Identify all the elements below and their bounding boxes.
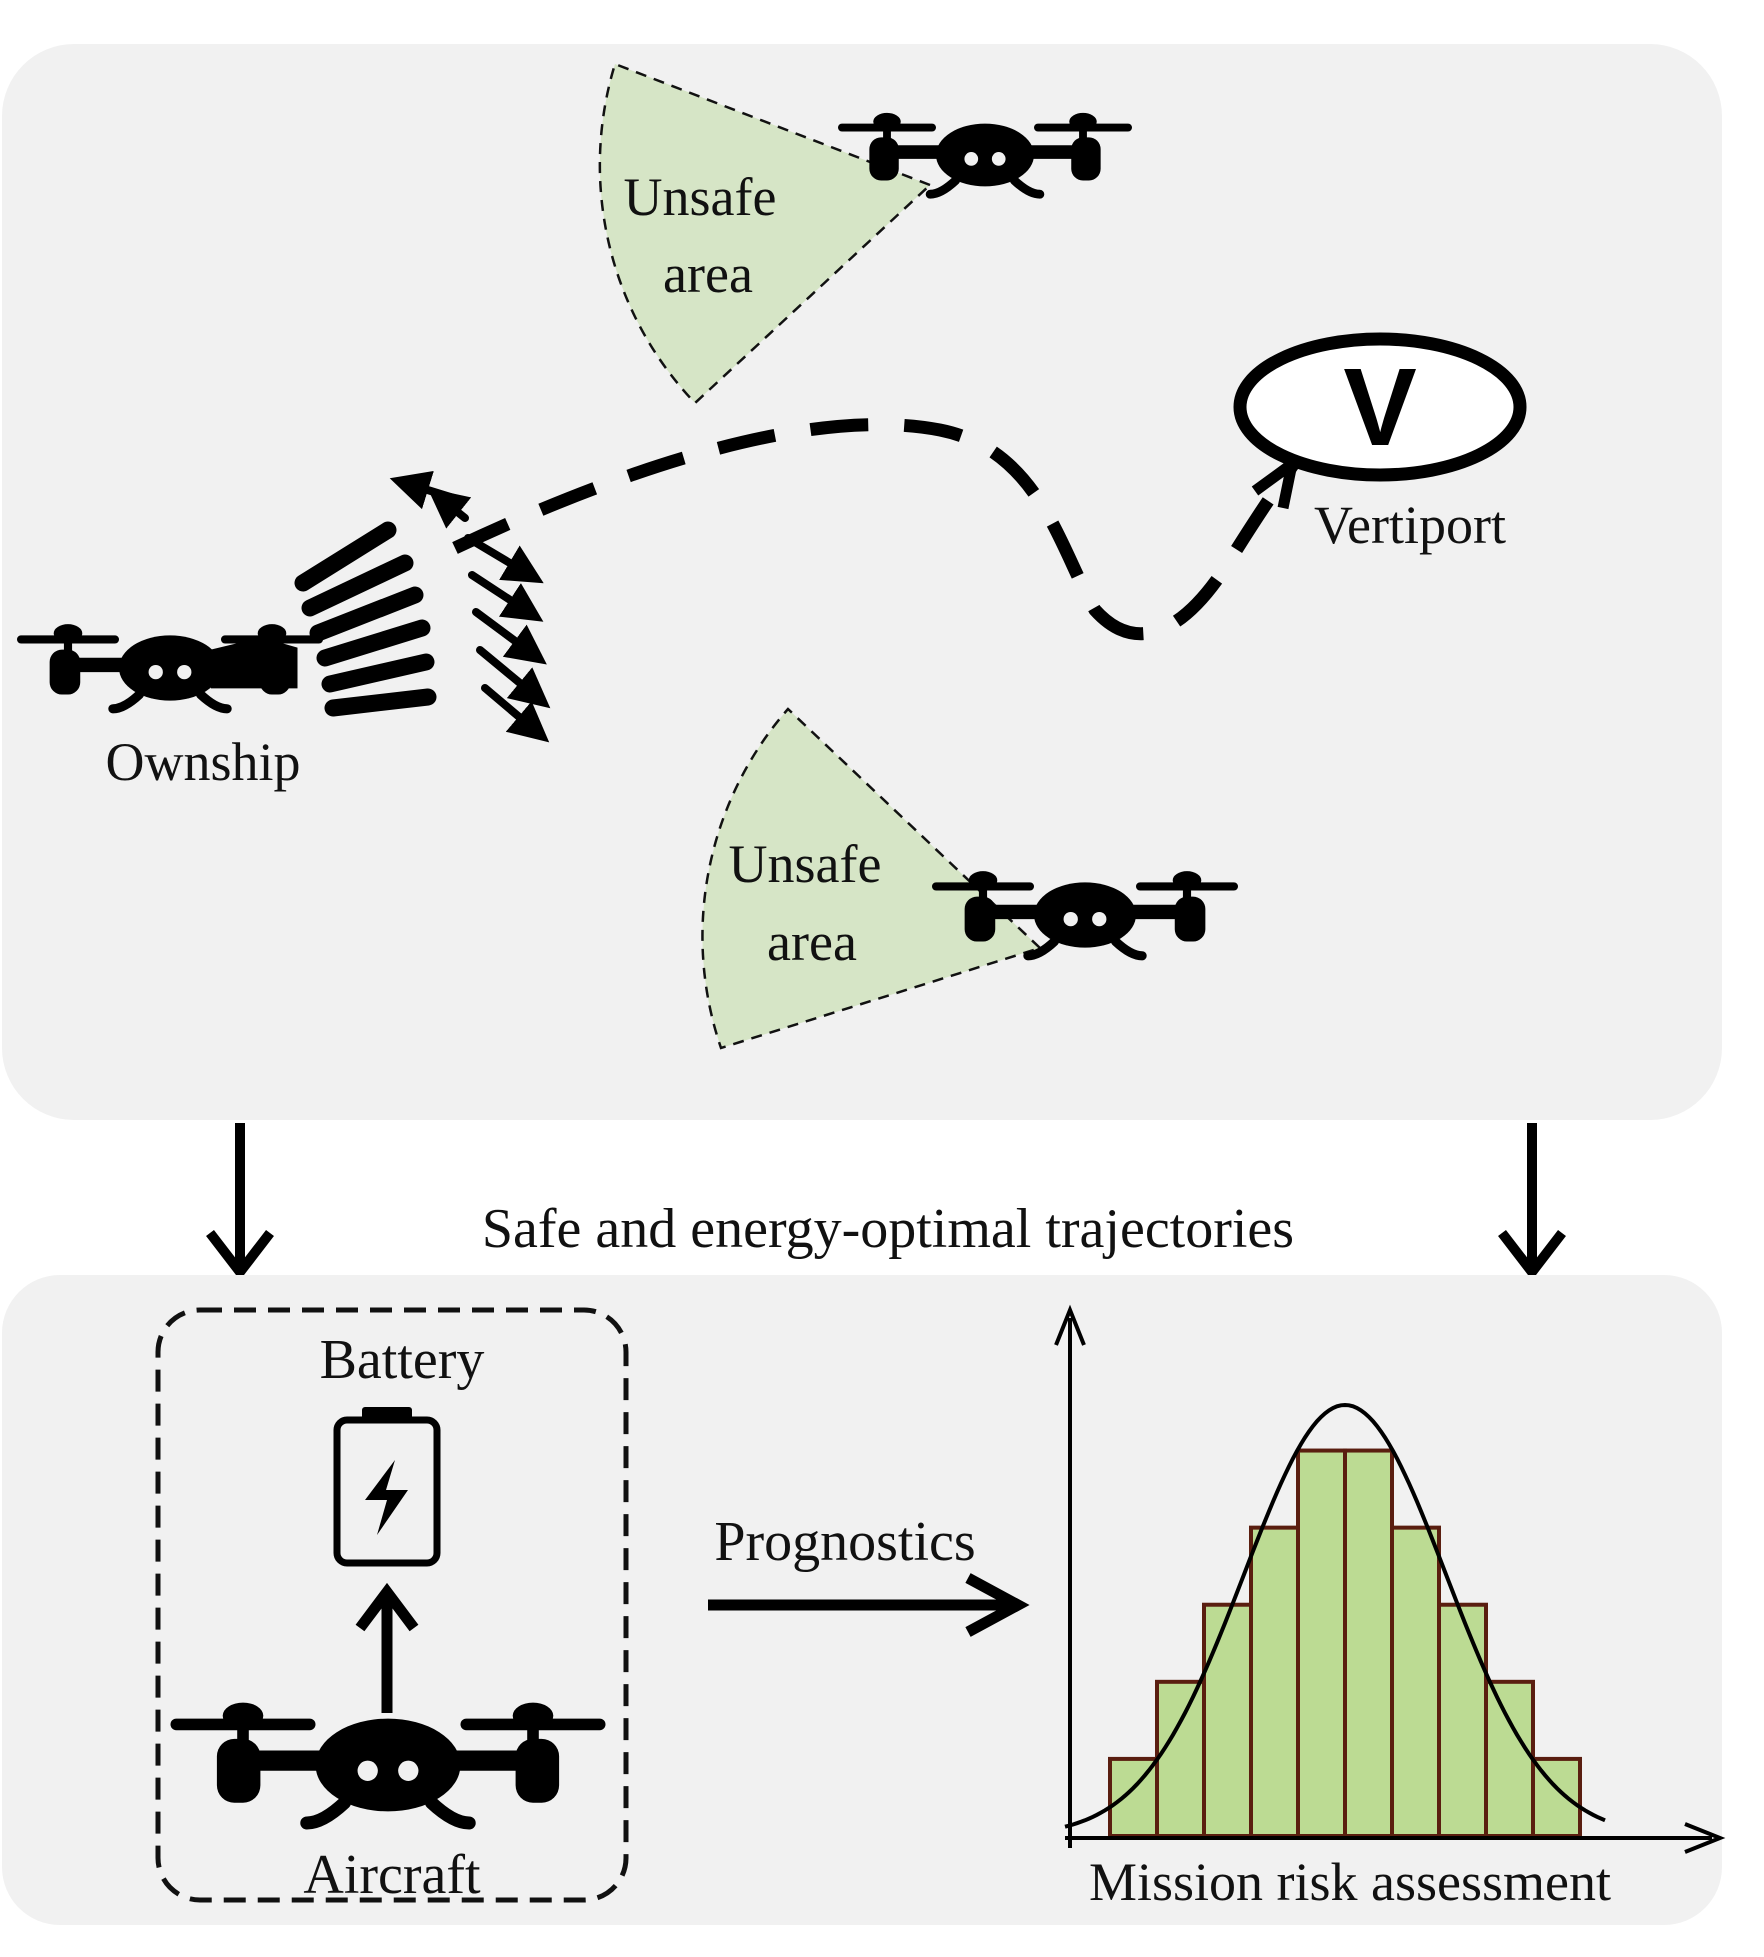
battery-label: Battery bbox=[320, 1329, 485, 1391]
trajectory-path bbox=[452, 418, 1301, 641]
histogram-bar bbox=[1296, 1448, 1347, 1838]
histogram-bar bbox=[1249, 1525, 1300, 1838]
risk-chart bbox=[1054, 1304, 1726, 1854]
unsafe-area-2-label-line1: Unsafe bbox=[729, 834, 882, 894]
normal-curve bbox=[1064, 1402, 1606, 1829]
aircraft-battery-box bbox=[155, 1307, 629, 1903]
ownship-label: Ownship bbox=[105, 732, 300, 792]
flow-arrow-right bbox=[1498, 1123, 1566, 1281]
unsafe-area-2-sector bbox=[701, 707, 1043, 1050]
histogram-bar bbox=[1343, 1448, 1394, 1838]
candidate-trajectory-arrows bbox=[389, 470, 551, 743]
motion-fan bbox=[294, 521, 437, 717]
histogram-bar bbox=[1155, 1679, 1206, 1839]
unsafe-area-2-label-line2: area bbox=[767, 912, 857, 972]
y-axis-arrowhead bbox=[1054, 1304, 1086, 1346]
histogram-bar bbox=[1437, 1602, 1488, 1839]
top-panel-background bbox=[2, 44, 1722, 1120]
aircraft-to-battery-arrow bbox=[355, 1582, 419, 1713]
lightning-icon bbox=[365, 1460, 408, 1535]
vertiport-symbol: V bbox=[1343, 346, 1416, 469]
x-axis-arrowhead bbox=[1684, 1822, 1726, 1854]
vertiport-icon: V bbox=[1233, 332, 1527, 482]
bottom-panel: Battery Aircraft Prognostics bbox=[2, 1275, 1726, 1925]
battery-icon bbox=[333, 1407, 441, 1567]
risk-label: Mission risk assessment bbox=[1089, 1852, 1611, 1912]
aircraft-label: Aircraft bbox=[303, 1844, 481, 1906]
histogram-bar bbox=[1390, 1525, 1441, 1838]
unsafe-area-1-label-line1: Unsafe bbox=[624, 167, 777, 227]
histogram-bar bbox=[1484, 1679, 1535, 1839]
prognostics-arrow bbox=[708, 1573, 1030, 1637]
unsafe-area-1-sector bbox=[598, 62, 933, 405]
drone-icon bbox=[17, 624, 323, 709]
prognostics-label: Prognostics bbox=[714, 1511, 975, 1573]
top-panel: Unsafe area Unsafe area Ownship bbox=[2, 44, 1722, 1120]
histogram-bar bbox=[1202, 1602, 1253, 1839]
vertiport-label: Vertiport bbox=[1314, 495, 1506, 555]
trajectories-caption: Safe and energy-optimal trajectories bbox=[482, 1198, 1294, 1260]
unsafe-area-1-label-line2: area bbox=[663, 244, 753, 304]
flow-arrow-left bbox=[206, 1123, 274, 1281]
